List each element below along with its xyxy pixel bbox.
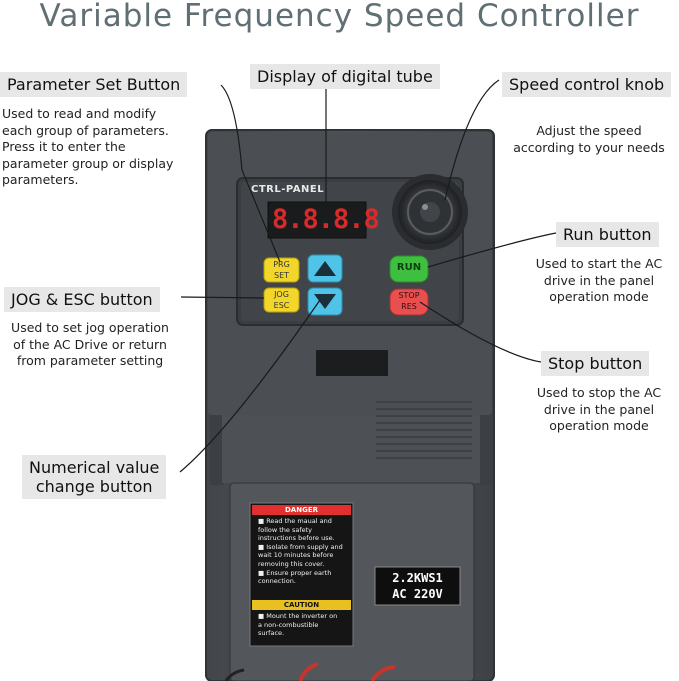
description-line: according to your needs: [513, 139, 665, 155]
callout-parameter-set: Parameter Set Button: [0, 72, 188, 97]
rating-voltage: AC 220V: [392, 587, 443, 601]
caution-title: CAUTION: [283, 601, 320, 609]
jog-text: JOG: [274, 290, 289, 299]
danger-title: DANGER: [284, 506, 318, 514]
set-text: SET: [273, 271, 290, 280]
caution-item: a non-combustible: [258, 620, 319, 629]
description-line: Used to set jog operation: [11, 320, 169, 335]
display-digits: 8.8.8.8: [272, 204, 380, 235]
callout-display: Display of digital tube: [250, 64, 440, 89]
description-line: drive in the panel: [543, 401, 655, 417]
vent-grille: [376, 401, 472, 459]
stop-label: STOP RES: [390, 290, 428, 312]
danger-item: ■ Ensure proper earth: [258, 568, 332, 577]
danger-item: follow the safety: [258, 525, 313, 534]
esc-text: ESC: [273, 301, 290, 310]
run-label: RUN: [396, 262, 422, 273]
description-line: Adjust the speed: [536, 123, 642, 138]
description-line: Used to read and modify: [2, 106, 157, 121]
indicator-window: [316, 350, 388, 376]
page-title: Variable Frequency Speed Controller: [39, 0, 640, 34]
stop-text: STOP: [398, 291, 420, 300]
rating-power: 2.2KWS1: [392, 571, 443, 585]
numerical-line-1: Numerical value: [29, 458, 160, 477]
run-button[interactable]: [389, 255, 429, 283]
prg-text: PRG: [273, 260, 290, 269]
description-line: each group of parameters.: [2, 122, 169, 138]
danger-item: removing this cover.: [258, 559, 325, 568]
up-arrow-icon: [314, 261, 336, 276]
danger-item: wait 10 minutes before: [258, 551, 334, 560]
numerical-line-2: change button: [35, 477, 153, 496]
callout-stop: Stop button: [541, 351, 650, 376]
caution-item: ■ Mount the inverter on: [258, 612, 338, 620]
callout-speed-knob: Speed control knob: [502, 72, 672, 97]
jog-esc-button[interactable]: [263, 287, 300, 313]
caution-item: surface.: [258, 629, 285, 638]
warning-label: [249, 502, 354, 647]
description-line: parameter group or display: [2, 155, 174, 171]
danger-item: connection.: [258, 577, 296, 586]
stop-reset-button[interactable]: [389, 288, 429, 316]
prg-set-label: PRG SET: [264, 259, 299, 281]
digital-display: [267, 201, 367, 239]
danger-item: ■ Read the maual and: [258, 517, 332, 525]
power-cables: [224, 662, 396, 681]
res-text: RES: [401, 302, 417, 311]
description-line: drive in the panel: [543, 272, 655, 288]
description-line: of the AC Drive or return: [13, 336, 167, 352]
callout-run: Run button: [556, 222, 659, 247]
description-line: operation mode: [549, 289, 649, 304]
rating-label: [374, 566, 461, 606]
speed-knob-icon[interactable]: [392, 174, 468, 250]
rating-text: 2.2KWS1 AC 220V: [375, 570, 460, 602]
description-line: Press it to enter the: [2, 139, 126, 154]
panel-header: CTRL-PANEL: [251, 184, 325, 195]
danger-item: ■ Isolate from supply and: [258, 542, 343, 551]
description-line: Used to stop the AC: [536, 385, 662, 400]
leader-lines: [179, 79, 557, 473]
danger-item: instructions before use.: [258, 534, 335, 543]
prg-set-button[interactable]: [263, 257, 300, 283]
description-line: Used to start the AC: [535, 256, 663, 271]
description-line: parameters.: [2, 172, 79, 187]
description-line: from parameter setting: [16, 353, 164, 368]
description-line: operation mode: [549, 418, 649, 433]
callout-jog-esc: JOG & ESC button: [4, 287, 160, 312]
callout-numerical-value: Numerical value change button: [22, 455, 167, 499]
jog-esc-label: JOG ESC: [264, 289, 299, 311]
down-arrow-icon: [314, 294, 336, 309]
